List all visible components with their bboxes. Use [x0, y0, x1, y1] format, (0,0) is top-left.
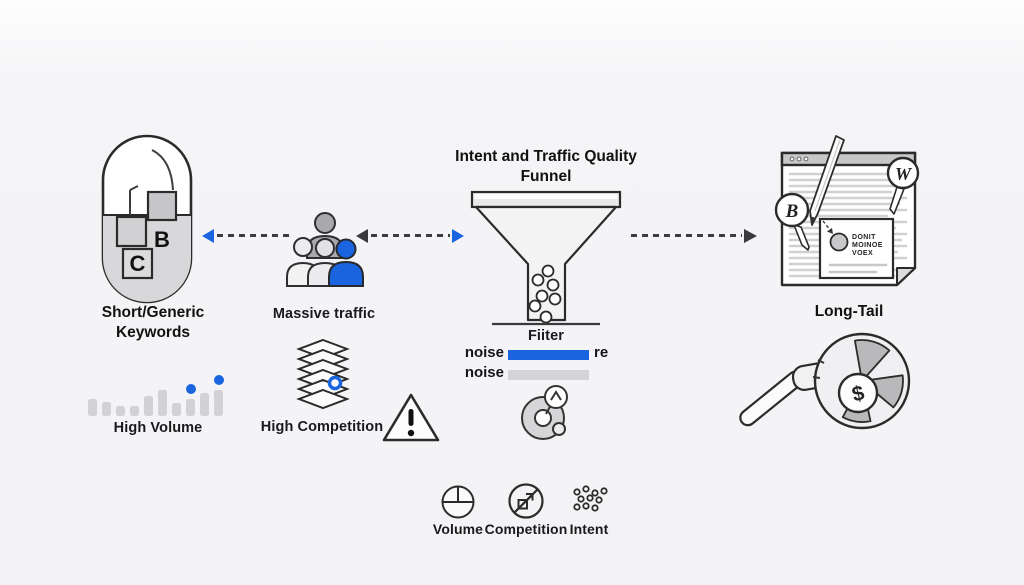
blue-person-body — [328, 260, 364, 287]
noise-label-2: noise — [464, 364, 504, 381]
volume-bar — [186, 399, 195, 416]
legend-label-competition: Competition — [484, 521, 568, 537]
competition-caption: High Competition — [260, 419, 384, 435]
small-pencil-left-icon — [793, 224, 810, 251]
noise-label-1: noise — [464, 344, 504, 361]
funnel-title-line2: Funnel — [520, 167, 572, 185]
longtail-caption: Long-Tail — [814, 303, 884, 320]
noise-bar — [508, 370, 589, 380]
dots-cluster-icon — [573, 485, 608, 512]
funnel-bubbles — [528, 264, 562, 324]
capsule-highlight-arc — [151, 149, 174, 191]
blue-person-head — [335, 238, 357, 260]
volume-bar — [88, 399, 97, 416]
svg-text:VOEX: VOEX — [852, 250, 873, 257]
arrowhead-left-blue-icon — [202, 229, 214, 243]
volume-highlight-dot — [185, 384, 196, 394]
funnel-title-line1: Intent and Traffic Quality — [455, 148, 637, 165]
left-group-label-line1: Short/Generic — [101, 304, 205, 321]
funnel-title: Intent and Traffic Quality Funnel — [416, 147, 676, 186]
capsule-letter-b: B — [154, 227, 170, 252]
legend-label-intent: Intent — [569, 521, 609, 537]
dashed-connector-funnel-document — [631, 234, 742, 237]
browser-bar — [780, 151, 917, 167]
magnifier-wheel-icon: $ — [739, 332, 911, 430]
pie-chart-icon — [441, 485, 475, 519]
funnel-icon — [470, 190, 622, 326]
capsule-icon: B C — [101, 134, 193, 304]
volume-bar — [200, 393, 209, 416]
filter-caption: Fiiter — [527, 328, 565, 344]
caret-up-icon — [550, 390, 562, 401]
badge-w-letter: W — [895, 164, 913, 184]
badge-w — [886, 156, 920, 190]
capsule-letter-c: C — [130, 251, 146, 276]
gauge-icon — [521, 385, 568, 440]
note-card — [818, 217, 895, 280]
people-group-icon — [286, 212, 364, 287]
svg-text:DONIT: DONIT — [852, 234, 876, 241]
no-link-icon — [508, 483, 544, 519]
volume-bar — [214, 390, 223, 416]
capsule-block-empty — [115, 215, 148, 248]
dashed-connector-capsule-people — [217, 234, 291, 237]
arrowhead-right-blue-icon — [452, 229, 464, 243]
note-circle — [829, 232, 849, 252]
volume-highlight-dot — [213, 375, 224, 385]
layer-stack-icon — [296, 338, 350, 410]
arrowhead-right-dark-icon — [744, 229, 757, 243]
left-group-label-line2: Keywords — [115, 323, 191, 341]
legend-label-volume: Volume — [432, 521, 484, 537]
arrowhead-left-dark-icon — [356, 229, 368, 243]
document-icon: DONIT MOINOE VOEX B W — [774, 135, 920, 287]
traffic-caption: Massive traffic — [272, 306, 376, 322]
dollar-circle — [837, 372, 879, 414]
volume-bar — [130, 406, 139, 416]
noise-suffix-1: re — [594, 344, 609, 361]
volume-bar-chart — [88, 354, 233, 416]
volume-bar — [102, 402, 111, 416]
volume-bar — [158, 390, 167, 416]
browser-dots-icon — [789, 156, 809, 162]
page-fold-corner — [896, 267, 916, 286]
capsule-block-plain — [146, 190, 178, 222]
badge-b — [774, 192, 810, 228]
capsule-block-c — [121, 247, 154, 280]
warning-triangle-icon — [382, 393, 440, 442]
left-group-label: Short/Generic Keywords — [58, 303, 248, 342]
note-text: DONIT MOINOE VOEX — [852, 234, 883, 257]
svg-text:MOINOE: MOINOE — [852, 242, 883, 249]
noise-bar — [508, 350, 589, 360]
volume-bar — [172, 403, 181, 416]
dashed-connector-people-funnel — [371, 234, 450, 237]
badge-b-letter: B — [785, 201, 799, 222]
volume-bar — [116, 406, 125, 416]
stack-blue-ring — [327, 375, 343, 391]
volume-bar — [144, 396, 153, 416]
pencil-icon — [809, 135, 845, 226]
volume-caption: High Volume — [113, 420, 203, 436]
